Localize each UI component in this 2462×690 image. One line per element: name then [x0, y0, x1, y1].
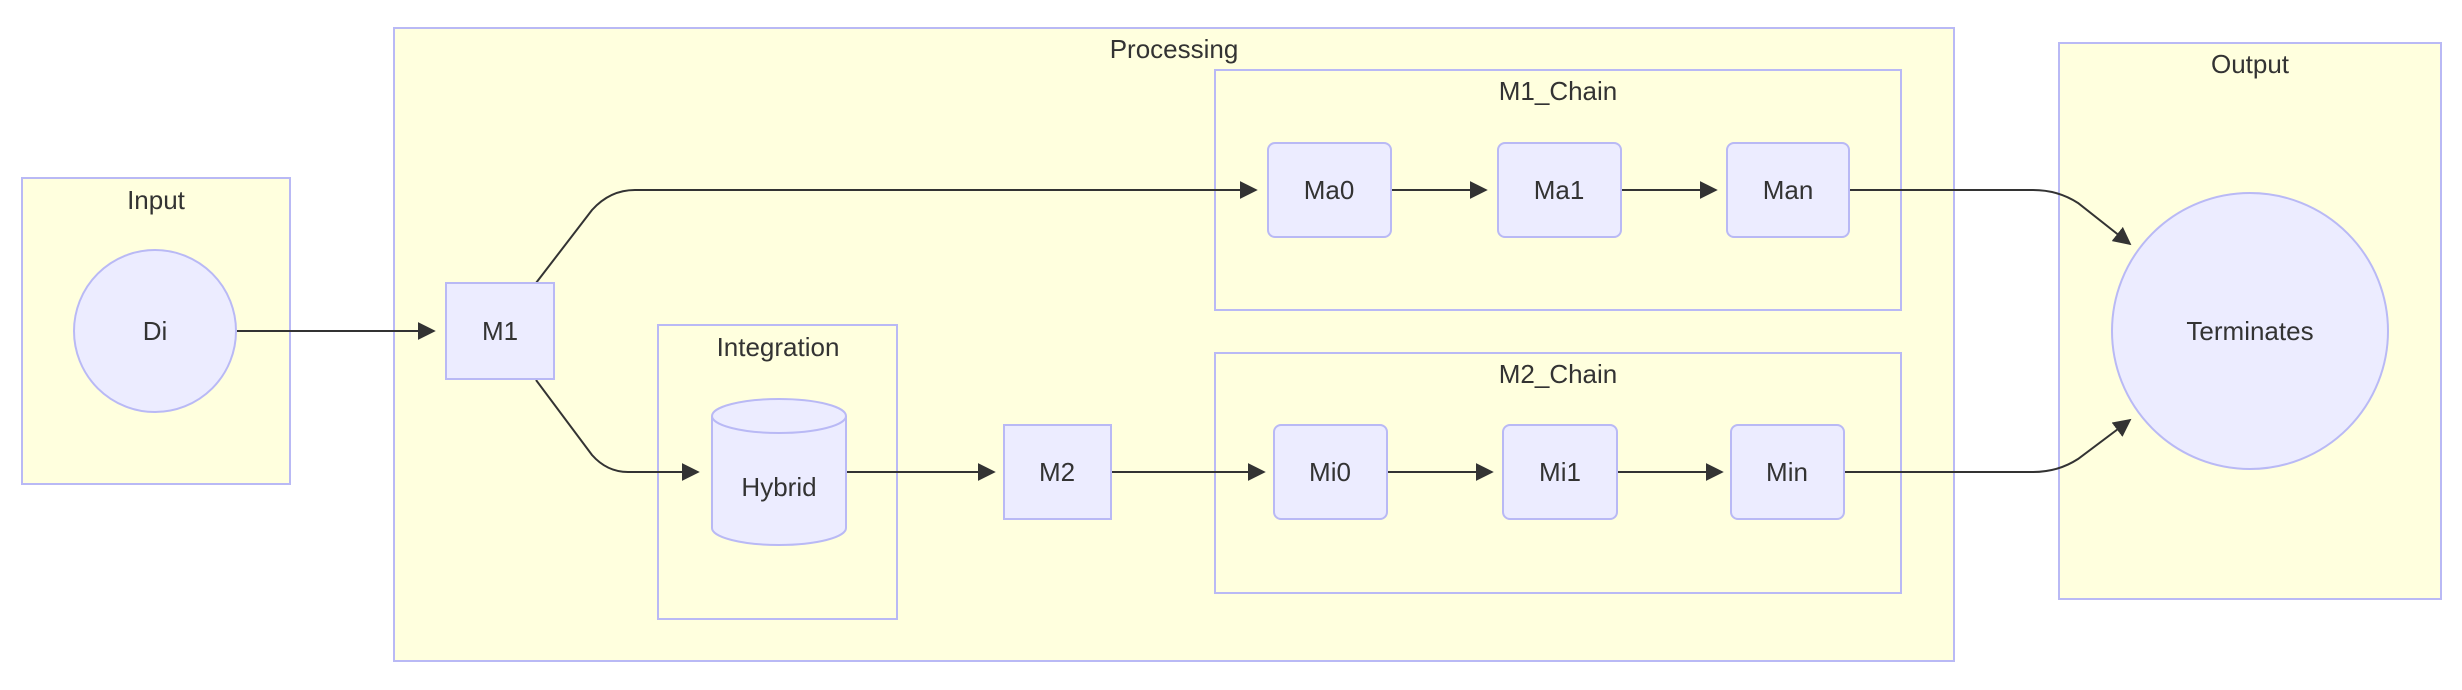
- edge-man-terminates: [1849, 189, 2132, 246]
- node-hybrid-label: Hybrid: [741, 472, 816, 502]
- cluster-integration-title: Integration: [717, 332, 840, 362]
- node-ma0-label: Ma0: [1304, 175, 1355, 205]
- node-m1-label: M1: [482, 316, 518, 346]
- node-mi0-label: Mi0: [1309, 457, 1351, 487]
- edges: [237, 181, 2132, 481]
- node-terminates-label: Terminates: [2186, 316, 2313, 346]
- node-hybrid[interactable]: Hybrid: [711, 398, 847, 546]
- node-m2-label: M2: [1039, 457, 1075, 487]
- node-m2[interactable]: M2: [1003, 424, 1112, 520]
- edge-m1-ma0: [535, 181, 1258, 284]
- node-terminates[interactable]: Terminates: [2111, 192, 2389, 470]
- node-ma1-label: Ma1: [1534, 175, 1585, 205]
- edge-m1-hybrid: [535, 379, 700, 481]
- node-min[interactable]: Min: [1730, 424, 1845, 520]
- cluster-m1-chain-title: M1_Chain: [1499, 76, 1618, 106]
- node-mi1-label: Mi1: [1539, 457, 1581, 487]
- node-m1[interactable]: M1: [445, 282, 555, 380]
- cluster-output-title: Output: [2211, 49, 2290, 79]
- node-min-label: Min: [1766, 457, 1808, 487]
- cluster-m2-chain-title: M2_Chain: [1499, 359, 1618, 389]
- node-man[interactable]: Man: [1726, 142, 1850, 238]
- node-di[interactable]: Di: [73, 249, 237, 413]
- node-di-label: Di: [143, 316, 168, 346]
- node-mi1[interactable]: Mi1: [1502, 424, 1618, 520]
- cluster-processing-title: Processing: [1110, 34, 1239, 64]
- node-ma1[interactable]: Ma1: [1497, 142, 1622, 238]
- node-ma0[interactable]: Ma0: [1267, 142, 1392, 238]
- edge-min-terminates: [1844, 418, 2132, 473]
- node-man-label: Man: [1763, 175, 1814, 205]
- node-mi0[interactable]: Mi0: [1273, 424, 1388, 520]
- cluster-input-title: Input: [127, 185, 186, 215]
